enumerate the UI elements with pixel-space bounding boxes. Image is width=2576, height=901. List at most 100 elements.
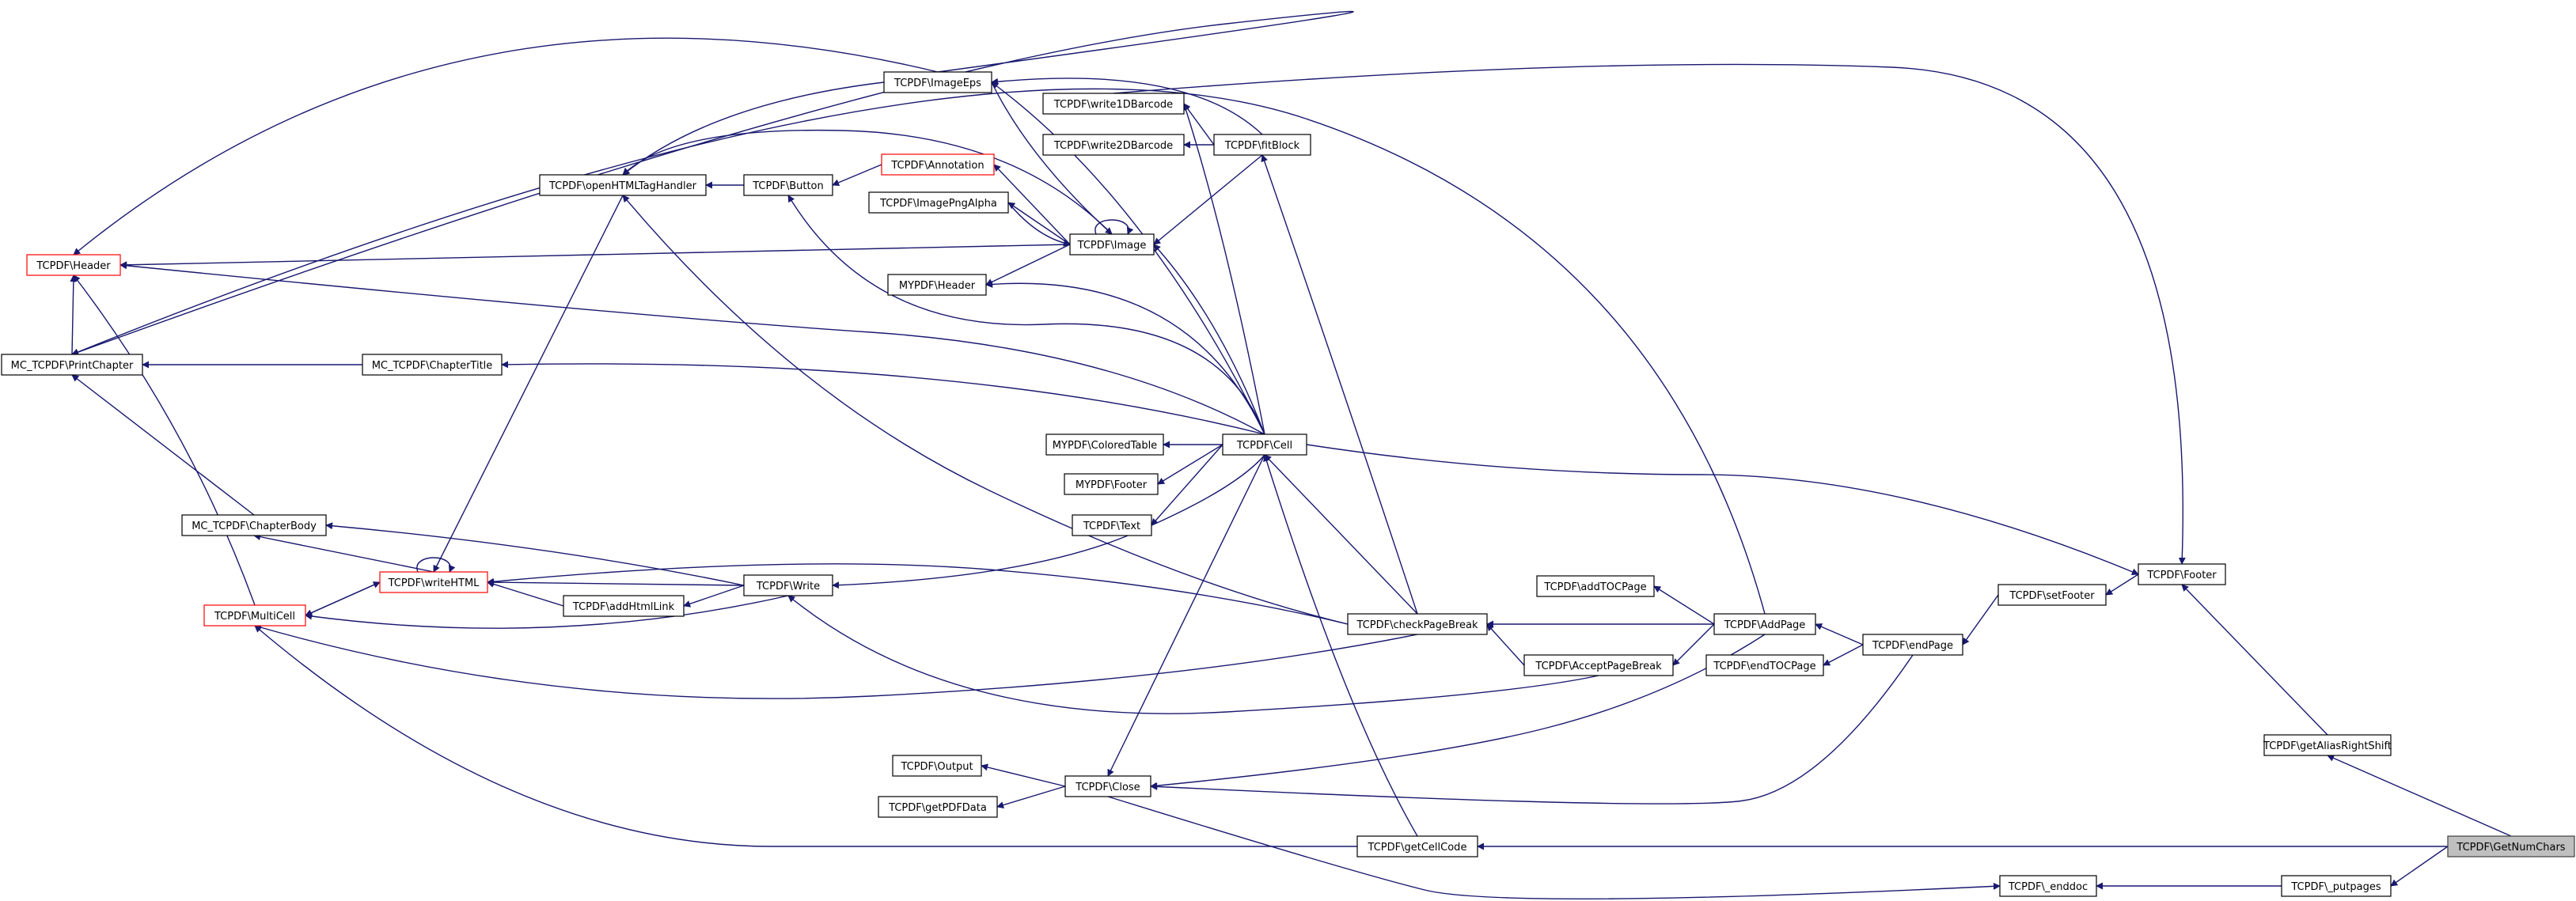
node-openhtmltag[interactable]: TCPDF\openHTMLTagHandler bbox=[539, 174, 707, 196]
node-box bbox=[2263, 734, 2392, 756]
node-annotation[interactable]: TCPDF\Annotation bbox=[881, 153, 995, 176]
node-label: TCPDF\GetNumChars bbox=[2456, 842, 2565, 854]
call-edge-setfooter-footer bbox=[2105, 574, 2139, 596]
node-box bbox=[1064, 473, 1159, 495]
edges bbox=[70, 10, 2512, 900]
node-setfooter[interactable]: TCPDF\setFooter bbox=[1997, 584, 2107, 606]
node-button[interactable]: TCPDF\Button bbox=[743, 174, 833, 196]
node-write1d[interactable]: TCPDF\write1DBarcode bbox=[1042, 93, 1185, 115]
node-box bbox=[1, 354, 143, 376]
call-edge-addtocpage-addpage bbox=[1653, 585, 1715, 625]
call-edge-close-endpage bbox=[1150, 654, 1914, 804]
node-label: TCPDF\Footer bbox=[2146, 570, 2217, 581]
node-putpages[interactable]: TCPDF\_putpages bbox=[2281, 875, 2392, 897]
call-edge-write1d-cell bbox=[1182, 103, 1265, 435]
node-endtocpage[interactable]: TCPDF\endTOCPage bbox=[1705, 654, 1824, 676]
node-label: TCPDF\Text bbox=[1083, 521, 1140, 532]
call-edge-imageeps-fitblock bbox=[991, 78, 1263, 135]
node-label: TCPDF\writeHTML bbox=[388, 577, 480, 589]
node-label: TCPDF\Write bbox=[756, 581, 820, 592]
call-edge-addhtmllink-write bbox=[683, 585, 745, 608]
node-imageeps[interactable]: TCPDF\ImageEps bbox=[883, 71, 992, 93]
node-coloredtable[interactable]: MYPDF\ColoredTable bbox=[1045, 433, 1164, 456]
node-label: TCPDF\ImageEps bbox=[893, 78, 981, 89]
node-cell[interactable]: TCPDF\Cell bbox=[1222, 433, 1307, 456]
call-edge-printchapter-chapterbody bbox=[71, 374, 255, 516]
call-edge-mypdfheader-image bbox=[985, 244, 1071, 286]
node-chaptertitle[interactable]: MC_TCPDF\ChapterTitle bbox=[362, 354, 503, 376]
call-edge-openhtmltag-checkpagebreak bbox=[622, 195, 1349, 625]
node-addpage[interactable]: TCPDF\AddPage bbox=[1713, 613, 1816, 635]
node-checkpagebreak[interactable]: TCPDF\checkPageBreak bbox=[1347, 613, 1488, 635]
call-edge-fitblock-checkpagebreak bbox=[1261, 154, 1418, 615]
call-edge-image-imagepngalpha bbox=[1007, 202, 1071, 247]
node-label: MYPDF\Header bbox=[899, 280, 976, 292]
node-box bbox=[1072, 514, 1152, 536]
node-label: TCPDF\AcceptPageBreak bbox=[1535, 661, 1662, 672]
node-getpdfdata[interactable]: TCPDF\getPDFData bbox=[878, 796, 998, 818]
call-edge-imageeps-cell bbox=[991, 81, 1265, 435]
call-edge-openhtmltag-imageeps bbox=[622, 81, 885, 176]
call-edge-writehtml-checkpagebreak bbox=[487, 563, 1349, 625]
call-edge-endpage-setfooter bbox=[1962, 594, 1999, 645]
node-addtocpage[interactable]: TCPDF\addTOCPage bbox=[1536, 575, 1655, 597]
call-edge-getpdfdata-close bbox=[996, 786, 1066, 808]
node-multicell[interactable]: TCPDF\MultiCell bbox=[203, 604, 306, 627]
call-edge-writehtml-self bbox=[416, 557, 456, 573]
call-edge-close-cell bbox=[1107, 454, 1265, 777]
call-edge-multicell-writehtml bbox=[305, 581, 381, 616]
node-box bbox=[203, 604, 306, 627]
node-text[interactable]: TCPDF\Text bbox=[1072, 514, 1152, 536]
node-writehtml[interactable]: TCPDF\writeHTML bbox=[379, 571, 488, 593]
node-box bbox=[1705, 654, 1824, 676]
node-mypdfheader[interactable]: MYPDF\Header bbox=[887, 274, 987, 296]
node-header[interactable]: TCPDF\Header bbox=[26, 254, 121, 276]
call-edge-button-cell bbox=[787, 195, 1265, 435]
node-getcellcode[interactable]: TCPDF\getCellCode bbox=[1356, 835, 1478, 857]
node-enddoc[interactable]: TCPDF\_enddoc bbox=[1999, 875, 2097, 897]
node-footer[interactable]: TCPDF\Footer bbox=[2138, 563, 2226, 585]
node-chapterbody[interactable]: MC_TCPDF\ChapterBody bbox=[181, 514, 327, 536]
node-label: TCPDF\Image bbox=[1077, 240, 1147, 252]
node-label: TCPDF\_putpages bbox=[2290, 881, 2381, 893]
node-label: TCPDF\getAliasRightShift bbox=[2263, 740, 2392, 752]
node-label: TCPDF\fitBlock bbox=[1224, 140, 1300, 152]
node-box bbox=[1713, 613, 1816, 635]
node-label: TCPDF\write1DBarcode bbox=[1053, 99, 1173, 111]
node-label: MYPDF\Footer bbox=[1076, 479, 1148, 491]
node-label: TCPDF\openHTMLTagHandler bbox=[548, 180, 697, 192]
node-write[interactable]: TCPDF\Write bbox=[743, 574, 833, 596]
node-close[interactable]: TCPDF\Close bbox=[1064, 775, 1151, 797]
node-image[interactable]: TCPDF\Image bbox=[1069, 233, 1155, 256]
node-acceptpagebreak[interactable]: TCPDF\AcceptPageBreak bbox=[1523, 654, 1674, 676]
node-box bbox=[2447, 835, 2575, 857]
node-imagepngalpha[interactable]: TCPDF\ImagePngAlpha bbox=[868, 191, 1009, 214]
node-box bbox=[1997, 584, 2107, 606]
call-edge-write1d-fitblock bbox=[1183, 103, 1215, 146]
node-box bbox=[887, 274, 987, 296]
node-printchapter[interactable]: MC_TCPDF\PrintChapter bbox=[1, 354, 143, 376]
node-label: MC_TCPDF\ChapterBody bbox=[192, 521, 317, 532]
call-edge-header-cell bbox=[120, 262, 1265, 435]
node-write2d[interactable]: TCPDF\write2DBarcode bbox=[1042, 134, 1185, 156]
node-box bbox=[743, 574, 833, 596]
node-mypdffooter[interactable]: MYPDF\Footer bbox=[1064, 473, 1159, 495]
call-edge-image-self bbox=[1095, 219, 1134, 235]
call-edge-write-acceptpagebreak bbox=[787, 595, 1599, 714]
node-endpage[interactable]: TCPDF\endPage bbox=[1862, 634, 1963, 656]
node-box bbox=[743, 174, 833, 196]
node-fitblock[interactable]: TCPDF\fitBlock bbox=[1213, 134, 1311, 156]
node-addhtmllink[interactable]: TCPDF\addHtmlLink bbox=[563, 595, 685, 617]
node-getnumchars[interactable]: TCPDF\GetNumChars bbox=[2447, 835, 2575, 857]
node-box bbox=[1356, 835, 1478, 857]
call-edge-header-multicell bbox=[73, 274, 256, 606]
call-edge-mypdfheader-cell bbox=[985, 280, 1265, 435]
call-edge-button-annotation bbox=[832, 164, 882, 187]
node-box bbox=[868, 191, 1009, 214]
node-getaliasrightshift[interactable]: TCPDF\getAliasRightShift bbox=[2263, 734, 2392, 756]
node-box bbox=[892, 755, 982, 777]
node-output[interactable]: TCPDF\Output bbox=[892, 755, 982, 777]
call-edge-writehtml-openhtmltag bbox=[433, 195, 624, 573]
call-edge-write-cell bbox=[832, 454, 1265, 589]
node-label: TCPDF\_enddoc bbox=[2008, 881, 2088, 893]
